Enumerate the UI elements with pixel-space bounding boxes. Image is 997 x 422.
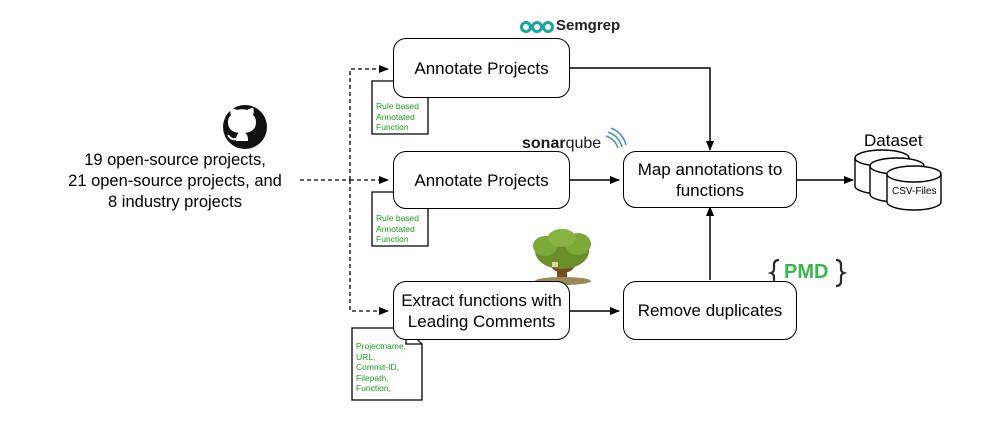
note-2-line: Rule based <box>376 213 420 223</box>
sonarqube-logo-text-light: qube <box>565 135 602 152</box>
extract-functions-box: Extract functions with Leading Comments <box>393 281 570 340</box>
github-icon <box>223 105 267 149</box>
note-2-line: Annotated <box>376 223 415 234</box>
annotate-projects-sonarqube-label: Annotate Projects <box>414 170 549 190</box>
note-1-text: Rule based Annotated Function <box>376 101 419 133</box>
note-3-line: Filepath, <box>356 372 389 383</box>
sonarqube-logo-text-bold: sonar <box>522 135 566 152</box>
flow-connectors <box>570 67 854 315</box>
annotate-projects-semgrep-box: Annotate Projects <box>393 38 570 98</box>
sonarqube-logo-text: sonarqube <box>522 135 601 153</box>
map-annotations-label-line-1: Map annotations to <box>637 159 783 179</box>
source-connectors <box>300 65 389 315</box>
pmd-logo-text: PMD <box>784 261 829 283</box>
note-3-line: Function, <box>356 383 391 393</box>
tree-icon <box>533 229 591 285</box>
note-1-line: Annotated <box>376 111 415 122</box>
source-line-2: 21 open-source projects, and <box>68 172 282 190</box>
semgrep-logo-text: Semgrep <box>556 17 621 34</box>
note-3-text: Projectname, URL, Commit-ID, Filepath, F… <box>356 341 406 394</box>
map-annotations-label-line-2: functions <box>675 180 745 200</box>
semgrep-logo-icon <box>520 21 554 33</box>
sonarqube-wave-icon <box>605 127 627 149</box>
note-3-line: Commit-ID, <box>356 362 399 372</box>
map-annotations-box: Map annotations to functions <box>623 151 797 208</box>
database-icon <box>854 149 942 211</box>
dataset-csv-label: CSV-Files <box>892 186 937 197</box>
extract-functions-label-line-2: Leading Comments <box>407 311 556 331</box>
note-3-line: URL, <box>356 351 376 362</box>
note-2-line: Function <box>376 234 409 244</box>
remove-duplicates-box: Remove duplicates <box>623 281 797 340</box>
note-3-line: Projectname, <box>356 341 407 351</box>
note-1-line: Function <box>376 122 409 132</box>
source-projects-text: 19 open-source projects, 21 open-source … <box>40 150 310 213</box>
annotate-projects-semgrep-label: Annotate Projects <box>414 58 549 78</box>
source-line-3: 8 industry projects <box>108 193 242 211</box>
remove-duplicates-label: Remove duplicates <box>637 301 783 320</box>
note-1-line: Rule based <box>376 101 420 111</box>
source-line-1: 19 open-source projects, <box>84 151 266 169</box>
annotate-projects-sonarqube-box: Annotate Projects <box>393 151 570 209</box>
extract-functions-label-line-1: Extract functions with <box>401 290 562 310</box>
dataset-title: Dataset <box>864 131 923 150</box>
note-2-text: Rule based Annotated Function <box>376 213 419 245</box>
